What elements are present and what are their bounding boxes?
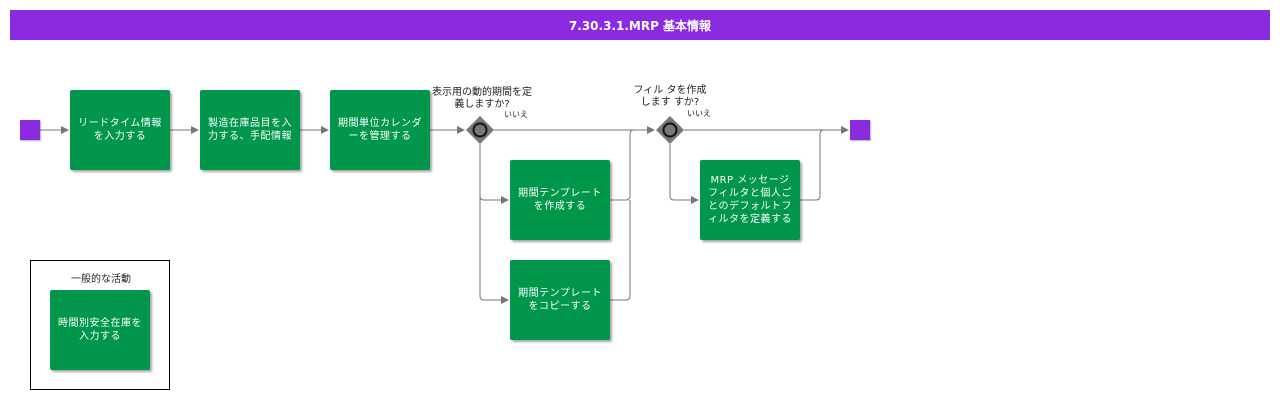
start-event — [20, 120, 40, 140]
task-safety-stock[interactable]: 時間別安全在庫を入力する — [50, 290, 150, 370]
gateway-create-filter[interactable] — [656, 116, 684, 144]
edge-filter-to-merge — [800, 129, 825, 201]
gateway-dynamic-period[interactable] — [466, 116, 494, 144]
edge-gateway1-to-copy — [479, 196, 509, 304]
edge-gateway2-to-filter — [669, 144, 699, 204]
task-create-template[interactable]: 期間テンプレートを作成する — [510, 160, 610, 240]
task-mrp-message-filter[interactable]: MRP メッセージフィルタと個人ごとのデフォルトフィルタを定義する — [700, 160, 800, 240]
gateway-create-filter-question: フィル タを作成します すか? — [633, 85, 707, 108]
task-manufactured-items[interactable]: 製造在庫品目を入力する、手配情報 — [200, 90, 300, 170]
legend-title: 一般的な活動 — [71, 274, 131, 285]
task-period-calendar[interactable]: 期間単位カレンダーを管理する — [330, 90, 430, 170]
gateway-create-filter-no-label: いいえ — [687, 109, 711, 118]
end-event — [850, 120, 870, 140]
diagram-title: 7.30.3.1.MRP 基本情報 — [10, 10, 1270, 40]
task-lead-time[interactable]: リードタイム情報を入力する — [70, 90, 170, 170]
edge-gateway1-to-create — [479, 144, 509, 204]
edge-copy-to-merge — [610, 200, 631, 301]
legend-general-activities: 一般的な活動 時間別安全在庫を入力する — [30, 260, 170, 390]
task-copy-template[interactable]: 期間テンプレートをコピーする — [510, 260, 610, 340]
gateway-dynamic-period-no-label: いいえ — [504, 110, 528, 119]
edge-create-to-merge — [610, 129, 635, 201]
gateway-dynamic-period-question: 表示用の動的期間を定義しますか? — [432, 87, 532, 110]
